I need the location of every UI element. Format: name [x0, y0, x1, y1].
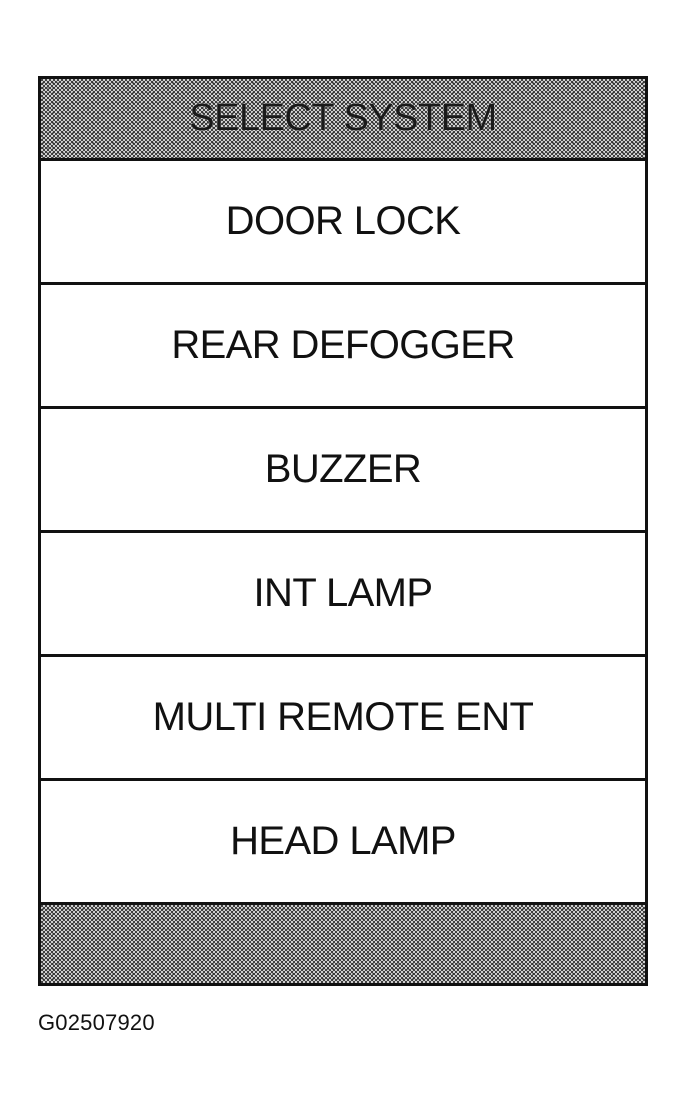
menu-item-multi-remote-ent[interactable]: MULTI REMOTE ENT: [41, 657, 645, 781]
menu-item-label: DOOR LOCK: [225, 199, 461, 243]
menu-item-door-lock[interactable]: DOOR LOCK: [41, 161, 645, 285]
panel-footer: [41, 905, 645, 983]
panel-title: SELECT SYSTEM: [189, 97, 497, 139]
menu-item-label: REAR DEFOGGER: [171, 323, 515, 367]
menu-item-rear-defogger[interactable]: REAR DEFOGGER: [41, 285, 645, 409]
menu-item-label: INT LAMP: [253, 571, 434, 615]
menu-item-buzzer[interactable]: BUZZER: [41, 409, 645, 533]
panel-header: SELECT SYSTEM: [41, 79, 645, 161]
figure-id: G02507920: [38, 1010, 155, 1035]
menu-item-head-lamp[interactable]: HEAD LAMP: [41, 781, 645, 905]
menu-item-label: HEAD LAMP: [230, 819, 456, 863]
select-system-panel: SELECT SYSTEM DOOR LOCK REAR DEFOGGER BU…: [38, 76, 648, 986]
menu-item-label: BUZZER: [264, 447, 422, 491]
menu-item-label: MULTI REMOTE ENT: [152, 695, 534, 739]
system-menu: DOOR LOCK REAR DEFOGGER BUZZER INT LAMP …: [41, 161, 645, 905]
menu-item-int-lamp[interactable]: INT LAMP: [41, 533, 645, 657]
